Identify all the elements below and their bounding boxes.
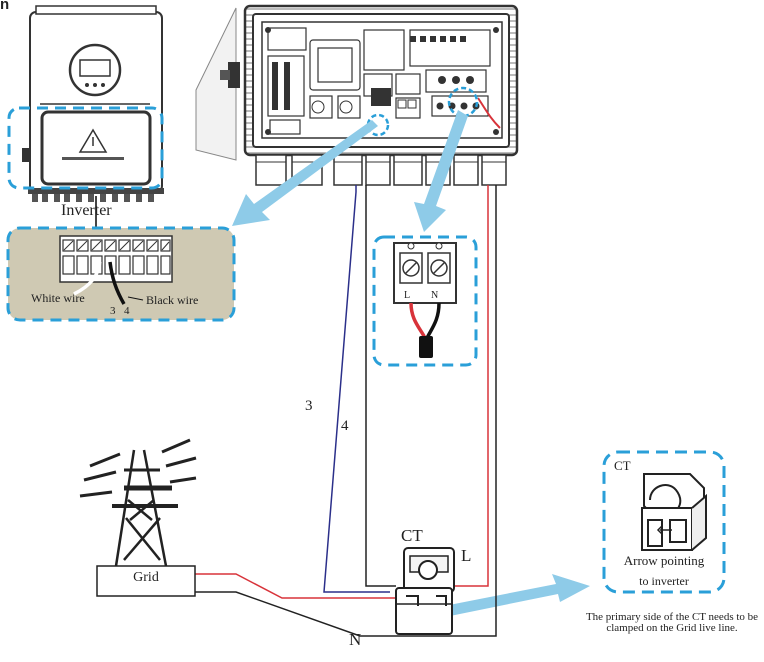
- live-line-label: L: [461, 546, 472, 565]
- grid-neutral: [194, 185, 497, 637]
- ct-inset-label: CT: [614, 458, 631, 473]
- terminal-l-label: L: [404, 290, 411, 301]
- white-wire: [73, 261, 102, 296]
- ct-wire-4: [365, 185, 396, 587]
- ln-highlight-box: [372, 235, 478, 367]
- wire-4-label: 4: [341, 418, 349, 434]
- inverter-display: [68, 43, 122, 97]
- ct-clamp: [395, 547, 455, 635]
- black-wire-label: Black wire: [146, 293, 199, 307]
- figure-reference: n: [0, 0, 10, 13]
- neutral-line-label: N: [349, 630, 362, 649]
- callout-arrows: [232, 110, 590, 616]
- terminal-3-label: 3: [110, 305, 116, 317]
- grid-box: [96, 565, 196, 597]
- inverter-label: Inverter: [61, 202, 112, 219]
- neutral-wire-inset: [425, 302, 441, 339]
- ct-inset: [602, 450, 726, 594]
- ct-clamp-note: The primary side of the CT needs to be c…: [585, 611, 759, 634]
- ln-terminal-inset: [372, 235, 478, 367]
- ct-label: CT: [401, 526, 423, 545]
- terminal-4-label: 4: [124, 305, 130, 317]
- to-inverter-label: to inverter: [639, 574, 689, 588]
- white-wire-label: White wire: [31, 291, 85, 305]
- pylon-icon: [79, 438, 197, 567]
- grid-label: Grid: [133, 570, 159, 585]
- callout-arrow-ln: [414, 110, 468, 232]
- black-wire: [108, 261, 126, 305]
- arrow-pointing-label: Arrow pointing: [623, 553, 705, 568]
- live-wire-inset: [409, 302, 427, 339]
- inverter-cover: [40, 110, 152, 186]
- callout-arrow-terminal: [232, 120, 378, 226]
- ct-wire-3: [323, 185, 390, 593]
- inverter-unit: [7, 5, 164, 232]
- terminal-block: [59, 235, 173, 283]
- inverter-wiring-box: [195, 4, 519, 186]
- warning-icon: [78, 128, 108, 153]
- ct-highlight-box: [602, 450, 726, 594]
- terminal-inset: [6, 226, 236, 322]
- terminal-n-label: N: [431, 290, 439, 301]
- grid-live: [194, 573, 400, 599]
- callout-arrow-ct: [444, 574, 590, 616]
- inverter-highlight-box: [7, 106, 164, 190]
- terminal-highlight-box: [6, 226, 236, 322]
- wire-3-label: 3: [305, 398, 313, 414]
- ct-clamp-detail-icon: [641, 473, 707, 551]
- grid-live-to-inverter: [446, 185, 489, 587]
